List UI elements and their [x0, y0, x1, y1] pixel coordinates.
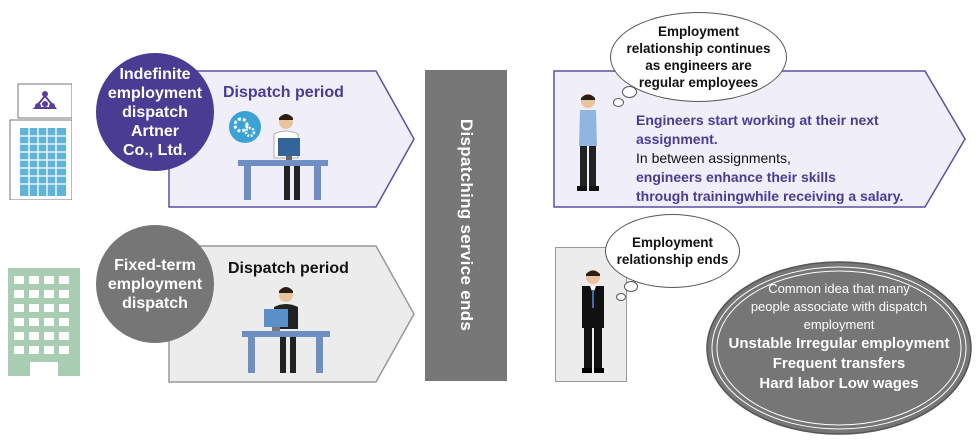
dispatch-period-label-indefinite: Dispatch period [223, 84, 344, 101]
employment-continues-description: Engineers start working at their next as… [636, 111, 903, 206]
employment-ends-bubble: Employment relationship ends [605, 214, 740, 288]
standing-engineer-illustration [577, 94, 599, 191]
worker-at-desk-illustration [242, 287, 330, 373]
employment-continues-bubble: Employment relationship continues as eng… [610, 12, 787, 102]
circle-line: Artner [130, 122, 179, 140]
common-idea-bold-line: Frequent transfers [772, 355, 906, 372]
description-line: through trainingwhile receiving a salary… [636, 188, 904, 204]
thought-dot [613, 98, 624, 107]
artner-building [8, 82, 73, 201]
generic-building [8, 268, 80, 376]
common-idea-intro-line: Common idea that many [768, 281, 910, 296]
building-icon [9, 83, 73, 201]
thought-dot [616, 293, 626, 301]
bubble-line: relationship continues [626, 41, 771, 56]
bubble-line: Employment [657, 24, 739, 39]
dispatch-period-label-fixed: Dispatch period [228, 260, 349, 277]
building-icon [8, 268, 80, 376]
circle-line: Fixed-term [114, 256, 196, 274]
thought-dot [624, 281, 638, 292]
circle-line: dispatch [122, 103, 188, 121]
circle-line: dispatch [122, 294, 188, 312]
indefinite-employment-dispatch-circle: Indefinite employment dispatch Artner Co… [96, 53, 214, 171]
bubble-line: regular employees [638, 75, 759, 90]
common-idea-bold-line: Unstable Irregular employment [728, 335, 950, 352]
description-line: engineers enhance their skills [636, 169, 836, 185]
standing-businessman-illustration [582, 270, 604, 373]
thought-dot [622, 86, 637, 98]
description-line: In between assignments, [636, 150, 791, 166]
fixed-term-employment-dispatch-circle: Fixed-term employment dispatch [96, 225, 214, 343]
circle-line: Co., Ltd. [123, 141, 187, 159]
bubble-line: as engineers are [645, 58, 752, 73]
dispatching-service-ends-label: Dispatching service ends [457, 118, 476, 332]
artner-logo-icon [32, 91, 58, 109]
common-idea-bold-line: Hard labor Low wages [759, 375, 919, 392]
dispatching-service-ends-bar [425, 70, 507, 381]
common-idea-text: Common idea that many people associate w… [703, 280, 975, 394]
gear-icon [229, 111, 261, 143]
common-idea-intro-line: employment [803, 317, 875, 332]
bubble-line: relationship ends [616, 252, 729, 267]
description-line: assignment. [636, 131, 718, 147]
engineer-at-desk-illustration [229, 111, 328, 200]
circle-line: Indefinite [119, 65, 191, 83]
employment-continues-arrow [553, 70, 966, 208]
circle-line: employment [107, 275, 203, 293]
bubble-line: Employment [631, 235, 713, 250]
description-line: Engineers start working at their next [636, 112, 879, 128]
common-idea-intro-line: people associate with dispatch [750, 299, 928, 314]
common-idea-ellipse [706, 261, 972, 435]
circle-line: employment [107, 84, 203, 102]
